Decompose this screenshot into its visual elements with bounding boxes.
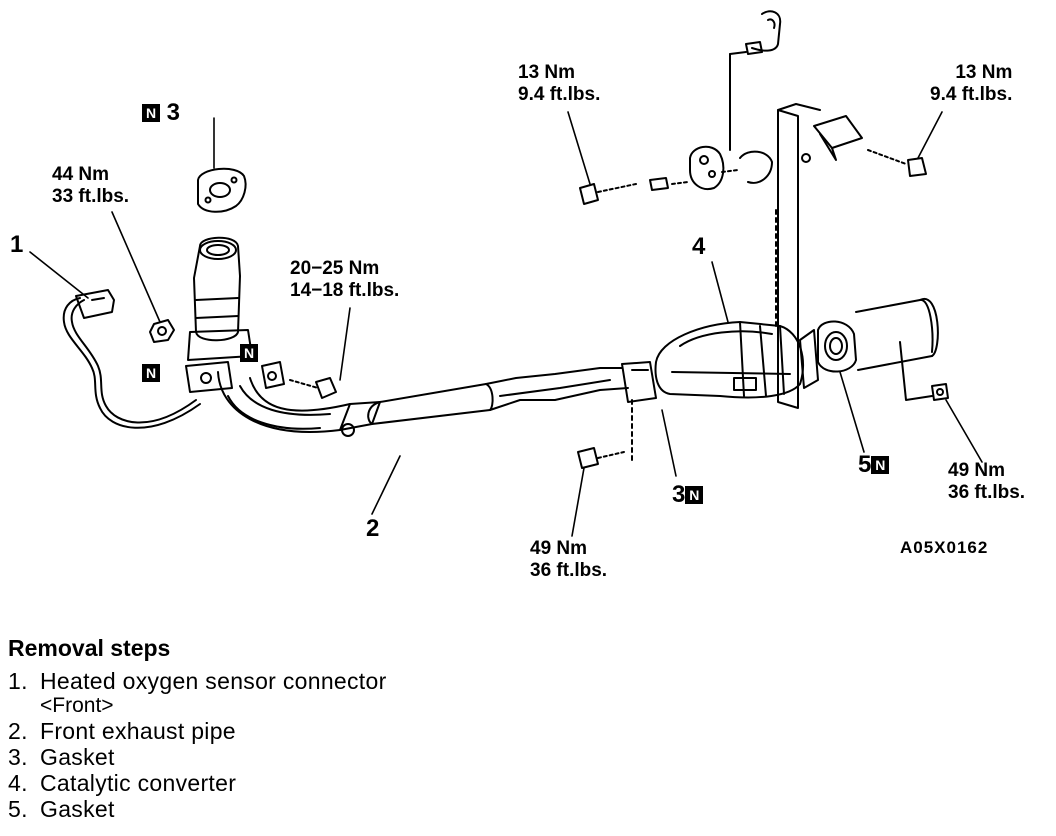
n-mark-left: N [142,364,160,386]
part-number-3: 3 [166,99,181,126]
torque-label-13nm-right: 13 Nm 9.4 ft.lbs. [930,62,1013,105]
torque-label-13nm-left: 13 Nm 9.4 ft.lbs. [518,62,601,105]
oxygen-sensor-connector [62,289,201,429]
nut-44nm [149,319,175,343]
part-label-4: 4 [692,233,706,260]
part-number-3: 3 [672,481,686,508]
front-exhaust-pipe [185,236,657,437]
part-label-1: 1 [10,231,24,258]
torque-label-49nm-right: 49 Nm 36 ft.lbs. [948,460,1026,503]
nut-49nm-right [899,341,949,401]
n-mark: N [142,104,160,122]
bolt-20nm [261,361,337,399]
catalytic-converter [654,321,819,399]
removal-step-sub: <Front> [40,694,114,717]
bolt-13nm-right [867,149,927,177]
bolt-49nm-lower [577,447,625,469]
leader-lines [29,111,983,537]
hanger-hook [729,10,782,151]
n-mark: N [871,456,890,474]
rear-gasket [817,320,857,373]
bolt-13nm-left [579,183,637,205]
part-number-5: 5 [858,451,872,478]
torque-label-44nm: 44 Nm 33 ft.lbs. [52,164,130,207]
figure-code: A05X0162 [900,538,989,557]
torque-label-20nm: 20−25 Nm 14−18 ft.lbs. [290,258,400,301]
removal-step: 3.Gasket [8,744,115,770]
removal-steps: Removal steps 1.Heated oxygen sensor con… [8,632,608,822]
torque-label-49nm-lower: 49 Nm 36 ft.lbs. [530,538,608,581]
removal-step: 2.Front exhaust pipe [8,718,236,744]
removal-steps-title: Removal steps [8,635,171,661]
part-label-2: 2 [366,515,380,542]
manifold-gasket [197,167,247,213]
removal-step: 1.Heated oxygen sensor connector [8,668,387,694]
n-mark: N [685,486,704,504]
n-mark-flange: N [240,344,258,366]
tail-pipe [855,297,939,371]
hanger-bracket [631,103,863,461]
removal-step: 5.Gasket [8,796,115,822]
part-label-3-top: N 3 [142,100,180,126]
removal-step: 4.Catalytic converter [8,770,237,796]
exhaust-system-diagram [29,10,983,537]
rubber-hanger [649,145,773,191]
